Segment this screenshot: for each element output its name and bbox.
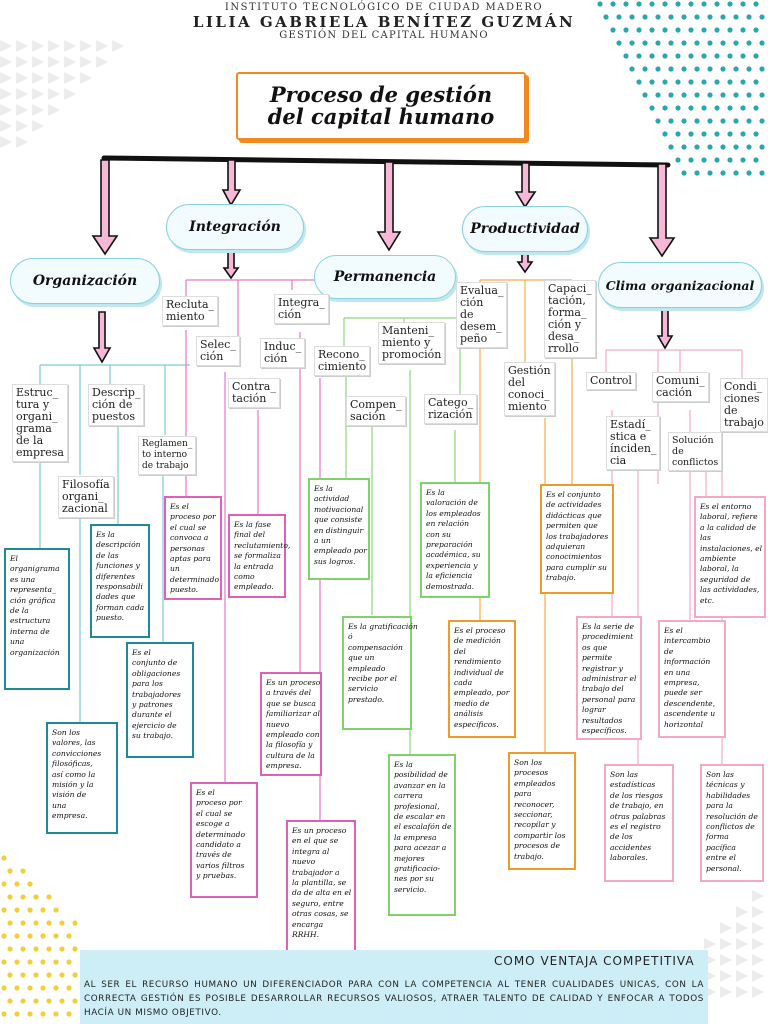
node-permanencia: Permanencia bbox=[314, 255, 456, 299]
def-organigrama: El organigrama es una representa_ ción g… bbox=[4, 548, 70, 690]
competitive-advantage-text: AL SER EL RECURSO HUMANO UN DIFERENCIADO… bbox=[84, 980, 704, 1018]
label-integracion: Integra_ ción bbox=[274, 294, 329, 324]
label-capacitacion: Capaci_ tación, forma_ ción y desa_ rrol… bbox=[544, 280, 596, 358]
diagram-title: Proceso de gestión del capital humano bbox=[236, 72, 526, 140]
arrow-permanencia bbox=[376, 161, 402, 252]
author-name: LILIA GABRIELA BENÍTEZ GUZMÁN bbox=[192, 13, 576, 31]
def-filosofia-organizacional: Son los valores, las convicciones filosó… bbox=[46, 722, 118, 834]
label-contratacion: Contra_ tación bbox=[228, 378, 280, 408]
def-capacitacion: Es el conjunto de actividades didácticas… bbox=[540, 484, 614, 594]
def-contratacion: Es la fase final del reclutamiento, se f… bbox=[228, 514, 290, 598]
label-control: Control bbox=[586, 372, 636, 390]
def-solucion-conflictos: Son las técnicas y habilidades para la r… bbox=[700, 764, 764, 882]
label-solucion-conflictos: Solución de conflictos bbox=[668, 432, 723, 471]
def-reconocimiento: Es la actividad motivacional que consist… bbox=[308, 478, 370, 580]
label-estadistica-incidencia: Estadí_ stica e ínciden_ cia bbox=[606, 416, 661, 470]
node-productividad: Productividad bbox=[462, 206, 588, 252]
def-gestion-conocimiento: Son los procesos empleados para reconoce… bbox=[508, 752, 576, 870]
competitive-advantage-band bbox=[80, 950, 708, 1024]
arrow-clima bbox=[648, 163, 676, 258]
label-compensacion: Compen_ sación bbox=[346, 396, 406, 426]
def-descripcion-puestos: Es la descripción de las funciones y dif… bbox=[90, 524, 150, 638]
label-reclutamiento: Recluta_ miento bbox=[162, 296, 219, 326]
label-evaluacion-desempeno: Evalua_ ción de desem_ peño bbox=[456, 282, 508, 348]
def-mantenimiento-promocion: Es la posibilidad de avanzar en la carre… bbox=[388, 754, 456, 916]
arrow-clima-sub bbox=[656, 309, 674, 350]
def-reglamento-interno: Es el conjunto de obligaciones para los … bbox=[126, 642, 194, 758]
def-induccion: Es un proceso a través del que se busca … bbox=[260, 672, 322, 776]
label-comunicacion: Comuni_ cación bbox=[652, 372, 709, 402]
node-organizacion: Organización bbox=[10, 258, 160, 304]
def-estadistica-incidencia: Son las estadísticas de los riesgos de t… bbox=[604, 764, 674, 882]
node-clima-organizacional: Clima organizacional bbox=[598, 262, 762, 308]
label-gestion-conocimiento: Gestión del conoci_ miento bbox=[504, 362, 555, 416]
competitive-advantage-title: COMO VENTAJA COMPETITIVA bbox=[494, 954, 695, 968]
def-control: Es la serie de procedimient os que permi… bbox=[576, 616, 642, 740]
def-condiciones-trabajo: Es el entorno laboral, refiere a la cali… bbox=[694, 496, 766, 618]
def-evaluacion-desempeno: Es el proceso de medición del rendimient… bbox=[448, 620, 516, 738]
arrow-integracion-sub bbox=[222, 251, 240, 280]
label-condiciones-trabajo: Condi_ ciones de trabajo bbox=[720, 378, 768, 432]
def-seleccion: Es el proceso por el cual se escoge a de… bbox=[190, 782, 258, 898]
label-reconocimiento: Recono_ cimiento bbox=[314, 346, 371, 376]
label-seleccion: Selec_ ción bbox=[196, 336, 240, 366]
dot-pattern-top-right bbox=[597, 1, 765, 176]
label-categorizacion: Catego_ rización bbox=[424, 394, 478, 424]
arrow-organizacion-sub bbox=[92, 311, 112, 364]
label-induccion: Induc_ ción bbox=[260, 338, 306, 368]
subject-name: GESTIÓN DEL CAPITAL HUMANO bbox=[279, 30, 489, 41]
def-integracion: Es un proceso en el que se integra al nu… bbox=[286, 820, 356, 952]
arrow-integracion bbox=[221, 159, 242, 207]
label-mantenimiento-promocion: Manteni_ miento y promoción bbox=[378, 322, 446, 364]
triangle-pattern-top-left bbox=[0, 40, 124, 148]
label-estructura-organigrama: Estruc_ tura y organi_ grama de la empre… bbox=[12, 384, 68, 462]
dot-pattern-bottom-left bbox=[1, 855, 78, 1017]
def-reclutamiento: Es el proceso por el cual se convoca a p… bbox=[164, 496, 222, 600]
arrow-productividad-sub bbox=[516, 251, 534, 274]
arrow-productividad bbox=[514, 162, 537, 209]
def-comunicacion: Es el intercambio de información en una … bbox=[658, 620, 726, 738]
label-filosofia-organizacional: Filosofía organi_ zacional bbox=[58, 476, 114, 518]
institute-name: INSTITUTO TECNOLÓGICO DE CIUDAD MADERO bbox=[224, 2, 544, 13]
label-reglamento-interno: Reglamen_ to interno de trabajo bbox=[138, 436, 197, 475]
label-descripcion-puestos: Descrip_ ción de puestos bbox=[88, 384, 145, 426]
def-compensacion: Es la gratificación ó compensación que u… bbox=[342, 616, 418, 730]
def-categorizacion: Es la valoración de los empleados en rel… bbox=[420, 482, 490, 598]
node-integracion: Integración bbox=[166, 204, 304, 250]
arrow-organizacion bbox=[91, 159, 119, 256]
